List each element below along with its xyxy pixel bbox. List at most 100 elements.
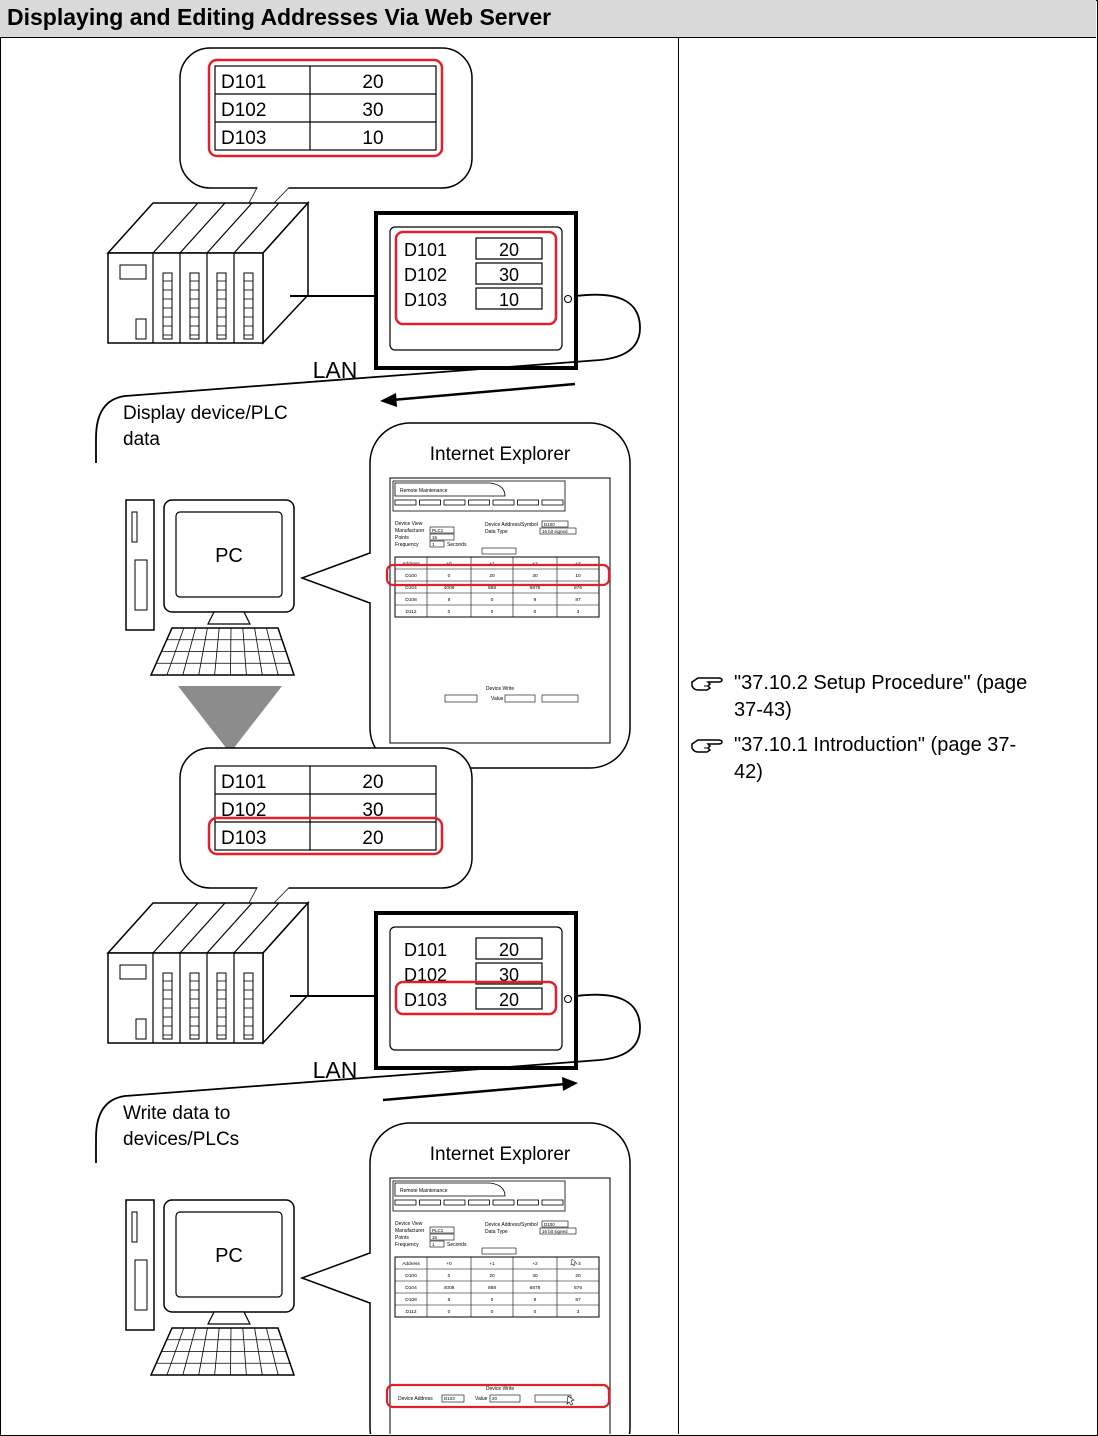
mock-table-cell: 30 [532, 573, 538, 579]
mock-label: Manufacturer [395, 528, 425, 534]
keyboard-key-line [198, 1327, 208, 1376]
plc-slot-line [179, 902, 226, 954]
bubble-value: 30 [362, 800, 383, 821]
mock-input-value: D103 [444, 1396, 455, 1401]
keyboard-key-line [198, 627, 208, 676]
plc-icon [106, 901, 310, 1045]
mock-input [444, 694, 478, 703]
mock-select [429, 1233, 455, 1241]
mock-table-cell: 4008 [444, 1285, 455, 1291]
keyboard-key-line [182, 627, 196, 676]
plc-io-block [216, 972, 227, 1040]
plc-io-block [189, 972, 200, 1040]
plc-io-block [189, 272, 200, 340]
bubble-table [214, 65, 437, 151]
pc-icon: PC [125, 499, 296, 676]
mock-label: Data Type [485, 529, 508, 535]
mouse-cursor-icon [566, 1395, 575, 1406]
mock-table-header: Address [402, 1261, 420, 1267]
panel-address: D101 [404, 940, 447, 960]
mock-table-cell: 9 [534, 597, 537, 603]
plc-io-block [243, 972, 254, 1040]
panel-value: 20 [499, 990, 519, 1010]
panel-value: 20 [499, 940, 519, 960]
reference-text: "37.10.1 Introduction" (page 37-42) [734, 734, 1017, 783]
direction-arrowhead [380, 393, 397, 407]
bubble-value: 30 [362, 100, 383, 121]
mock-button [481, 547, 517, 555]
mock-input [441, 1394, 465, 1403]
plc-display [119, 264, 147, 280]
bubble-value: 20 [362, 772, 383, 793]
mock-nav-button [468, 1199, 490, 1206]
mock-table-header: +0 [446, 1261, 452, 1267]
keyboard-key-line [166, 1327, 185, 1376]
pc-label: PC [215, 1245, 243, 1267]
mock-table-cell: 3 [577, 1309, 580, 1315]
mock-nav-button [394, 499, 417, 506]
mock-table-cell: 87 [575, 597, 581, 603]
mock-select [429, 533, 455, 541]
caption-line-1: Write data to [123, 1103, 230, 1124]
plc-slot-line [233, 202, 280, 254]
mock-table-cell: 876 [574, 1285, 582, 1291]
plc-slot-line [152, 202, 199, 254]
mock-table-cell: 0 [491, 1309, 494, 1315]
mock-table-cell: 8 [448, 1297, 451, 1303]
browser-title: Internet Explorer [430, 1144, 571, 1165]
mock-label: Data Type [485, 1229, 508, 1235]
pc-drive [131, 1211, 138, 1243]
plc-io-block [243, 272, 254, 340]
mock-table-cell: 876 [574, 585, 582, 591]
caption-line-1: Display device/PLC [123, 403, 288, 424]
bubble-table [214, 765, 437, 851]
plc-io-block [216, 272, 227, 340]
browser-title: Internet Explorer [430, 444, 571, 465]
mock-table-cell: 20 [575, 1273, 581, 1279]
mock-label: Device Address [398, 1396, 433, 1402]
panel-address: D101 [404, 240, 447, 260]
mock-write-title: Device Write [486, 1386, 514, 1392]
mock-table-cell: 9 [534, 1297, 537, 1303]
mock-table-cell: 0 [448, 573, 451, 579]
keyboard-key-line [230, 1327, 232, 1376]
mock-tab-title: Remote Maintenance [400, 488, 448, 494]
mock-table-cell: 0 [534, 609, 537, 615]
mock-select [539, 1227, 577, 1235]
mock-tab [394, 482, 506, 497]
pc-icon: PC [125, 1199, 296, 1376]
mock-table-header: +1 [489, 1261, 495, 1267]
mock-select-value: 16 bit signed [542, 1229, 568, 1234]
plc-port [135, 1018, 147, 1040]
mock-table [394, 556, 600, 618]
mock-input-value: 20 [492, 1396, 498, 1401]
mock-nav-button [419, 499, 441, 506]
mock-table-cell: D108 [405, 1297, 417, 1303]
highlight-box [394, 230, 558, 326]
mock-table-cell: 868 [488, 1285, 496, 1291]
mock-table-header: +3 [575, 1261, 581, 1267]
panel-value-box [475, 962, 543, 985]
mock-table-cell: 868 [488, 585, 496, 591]
mock-label: Seconds [447, 542, 467, 548]
mock-section-title: Device View [395, 1221, 423, 1227]
mock-table-cell: 0 [448, 1273, 451, 1279]
plc-io-block [162, 972, 173, 1040]
bubble-value: 10 [362, 128, 383, 149]
mock-select-value: 16 bit signed [542, 529, 568, 534]
pc-slot [134, 1259, 148, 1311]
plc-slot-line [233, 902, 280, 954]
reference-introduction[interactable]: "37.10.1 Introduction" (page 37-42) [690, 732, 1090, 786]
caption-line-2: devices/PLCs [123, 1129, 239, 1150]
mock-table-header: +2 [532, 1261, 538, 1267]
plc-slot-line [152, 902, 199, 954]
pc-label: PC [215, 545, 243, 567]
mock-nav-button [419, 1199, 441, 1206]
panel-value: 10 [499, 290, 519, 310]
mock-input-value: D100 [544, 522, 555, 527]
mock-select-value: 1 [432, 1242, 435, 1247]
